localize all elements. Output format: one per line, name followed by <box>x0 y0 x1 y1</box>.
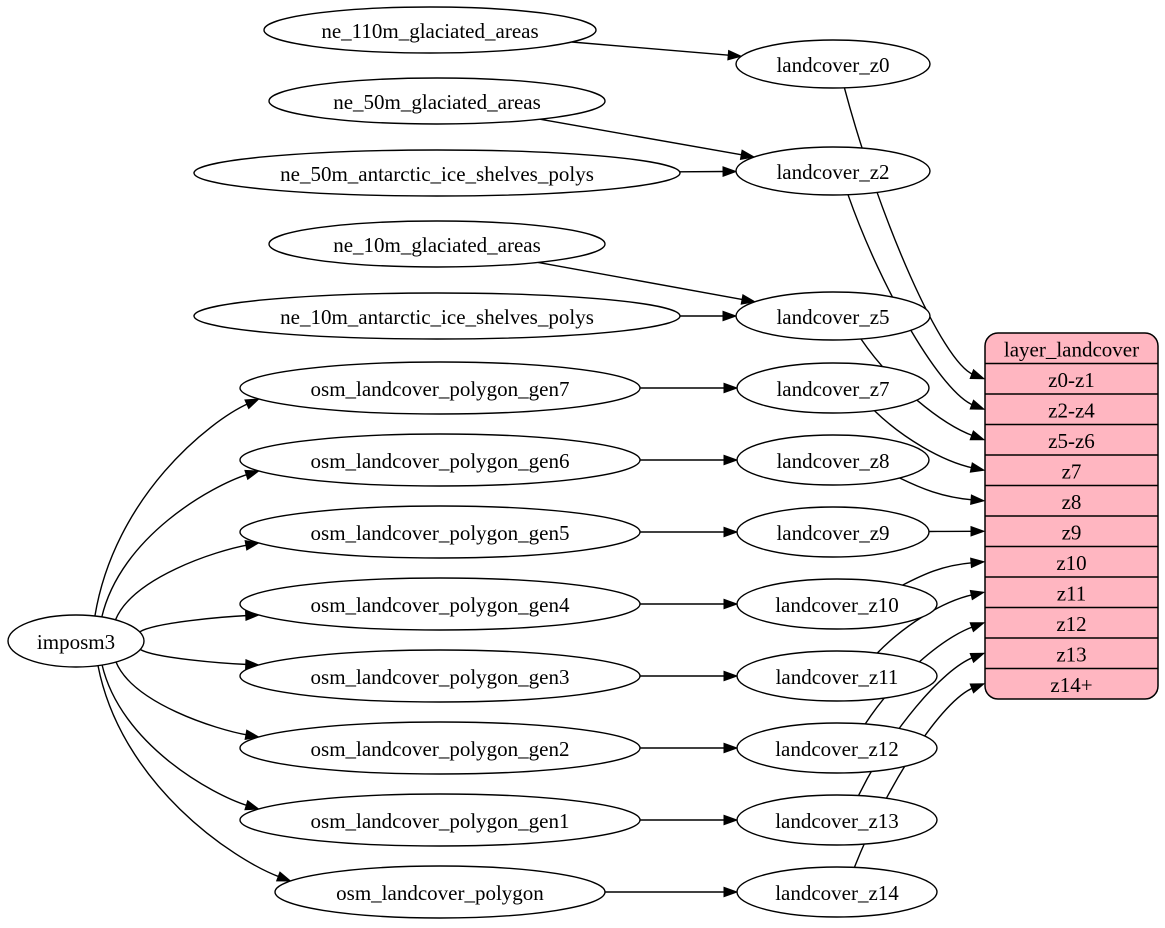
node-landcover-z7-label: landcover_z7 <box>776 377 889 401</box>
arrowhead-layer-landcover-z0-z1 <box>970 370 984 379</box>
record-row-z0-z1: z0-z1 <box>1048 368 1095 392</box>
edge-imposm3-to-osm-landcover-polygon-gen6 <box>102 474 248 617</box>
record-row-z9: z9 <box>1062 520 1082 544</box>
node-ne-50m-glaciated-areas-label: ne_50m_glaciated_areas <box>333 90 541 114</box>
node-imposm3-label: imposm3 <box>37 630 115 654</box>
record-row-z14: z14+ <box>1050 673 1092 697</box>
arrowhead-landcover-z5 <box>723 311 736 320</box>
arrowhead-landcover-z8 <box>724 455 737 464</box>
edge-ne-10m-glaciated-areas-to-landcover-z5 <box>538 262 744 299</box>
node-osm-landcover-polygon-gen7-label: osm_landcover_polygon_gen7 <box>311 377 570 401</box>
edge-landcover-z8-to-layer-landcover-z8 <box>900 478 973 500</box>
node-osm-landcover-polygon-gen5-label: osm_landcover_polygon_gen5 <box>311 521 570 545</box>
node-ne-10m-glaciated-areas-label: ne_10m_glaciated_areas <box>333 233 541 257</box>
node-landcover-z11-label: landcover_z11 <box>776 665 899 689</box>
node-osm-landcover-polygon-label: osm_landcover_polygon <box>336 881 544 905</box>
arrowhead-landcover-z9 <box>724 527 737 536</box>
node-landcover-z5-label: landcover_z5 <box>776 305 889 329</box>
arrowhead-layer-landcover-z8 <box>971 495 984 504</box>
record-row-z2-z4: z2-z4 <box>1048 398 1095 422</box>
node-landcover-z2-label: landcover_z2 <box>776 160 889 184</box>
edge-imposm3-to-osm-landcover-polygon-gen4 <box>140 616 248 632</box>
node-landcover-z9-label: landcover_z9 <box>776 521 889 545</box>
arrowhead-osm-landcover-polygon-gen1 <box>245 801 259 810</box>
node-osm-landcover-polygon-gen6-label: osm_landcover_polygon_gen6 <box>311 449 570 473</box>
arrowhead-layer-landcover-z14 <box>970 684 984 693</box>
node-landcover-z13-label: landcover_z13 <box>775 809 899 833</box>
node-osm-landcover-polygon-gen4-label: osm_landcover_polygon_gen4 <box>311 593 570 617</box>
edge-imposm3-to-osm-landcover-polygon-gen7 <box>95 403 249 616</box>
arrowhead-osm-landcover-polygon-gen6 <box>245 470 259 479</box>
record-title: layer_landcover <box>1004 337 1139 361</box>
edge-imposm3-to-osm-landcover-polygon <box>98 666 280 878</box>
edge-ne-50m-glaciated-areas-to-landcover-z2 <box>540 119 743 155</box>
arrowhead-landcover-z10 <box>724 599 737 608</box>
node-landcover-z14-label: landcover_z14 <box>775 881 899 905</box>
record-row-z11: z11 <box>1057 581 1087 605</box>
arrowhead-landcover-z13 <box>724 815 737 824</box>
arrowhead-landcover-z12 <box>724 743 737 752</box>
arrowhead-landcover-z7 <box>724 383 737 392</box>
edge-imposm3-to-osm-landcover-polygon-gen2 <box>116 662 248 735</box>
node-landcover-z10-label: landcover_z10 <box>775 593 899 617</box>
record-row-z7: z7 <box>1062 459 1082 483</box>
arrowhead-layer-landcover-z5-z6 <box>970 431 984 440</box>
arrowhead-layer-landcover-z12 <box>970 623 984 632</box>
edge-ne-110m-glaciated-areas-to-landcover-z0 <box>572 42 730 55</box>
arrowhead-layer-landcover-z9 <box>971 527 984 536</box>
arrowhead-osm-landcover-polygon-gen7 <box>245 399 259 409</box>
node-osm-landcover-polygon-gen3-label: osm_landcover_polygon_gen3 <box>311 665 570 689</box>
node-ne-110m-glaciated-areas-label: ne_110m_glaciated_areas <box>321 19 538 43</box>
arrowhead-layer-landcover-z13 <box>970 653 984 662</box>
arrowhead-layer-landcover-z2-z4 <box>970 400 984 409</box>
arrowhead-osm-landcover-polygon <box>277 872 291 881</box>
arrowhead-layer-landcover-z10 <box>971 558 984 567</box>
record-row-z8: z8 <box>1062 490 1082 514</box>
arrowhead-landcover-z14 <box>724 887 737 896</box>
node-landcover-z0-label: landcover_z0 <box>776 53 889 77</box>
record-row-z5-z6: z5-z6 <box>1048 429 1095 453</box>
arrowhead-layer-landcover-z7 <box>970 463 984 472</box>
edge-landcover-z10-to-layer-landcover-z10 <box>903 563 973 585</box>
node-landcover-z8-label: landcover_z8 <box>776 449 889 473</box>
arrowhead-landcover-z2 <box>723 167 736 176</box>
edge-imposm3-to-osm-landcover-polygon-gen5 <box>116 545 248 620</box>
edge-imposm3-to-osm-landcover-polygon-gen3 <box>140 650 247 665</box>
node-landcover-z12-label: landcover_z12 <box>775 737 899 761</box>
node-osm-landcover-polygon-gen2-label: osm_landcover_polygon_gen2 <box>311 737 570 761</box>
record-row-z13: z13 <box>1056 642 1086 666</box>
record-row-z12: z12 <box>1056 612 1086 636</box>
arrowhead-landcover-z11 <box>724 671 737 680</box>
arrowhead-layer-landcover-z11 <box>970 590 984 599</box>
node-osm-landcover-polygon-gen1-label: osm_landcover_polygon_gen1 <box>311 809 570 833</box>
record-row-z10: z10 <box>1056 551 1086 575</box>
edge-imposm3-to-osm-landcover-polygon-gen1 <box>102 665 248 806</box>
node-ne-50m-antarctic-ice-shelves-polys-label: ne_50m_antarctic_ice_shelves_polys <box>280 162 594 186</box>
node-ne-10m-antarctic-ice-shelves-polys-label: ne_10m_antarctic_ice_shelves_polys <box>280 305 594 329</box>
